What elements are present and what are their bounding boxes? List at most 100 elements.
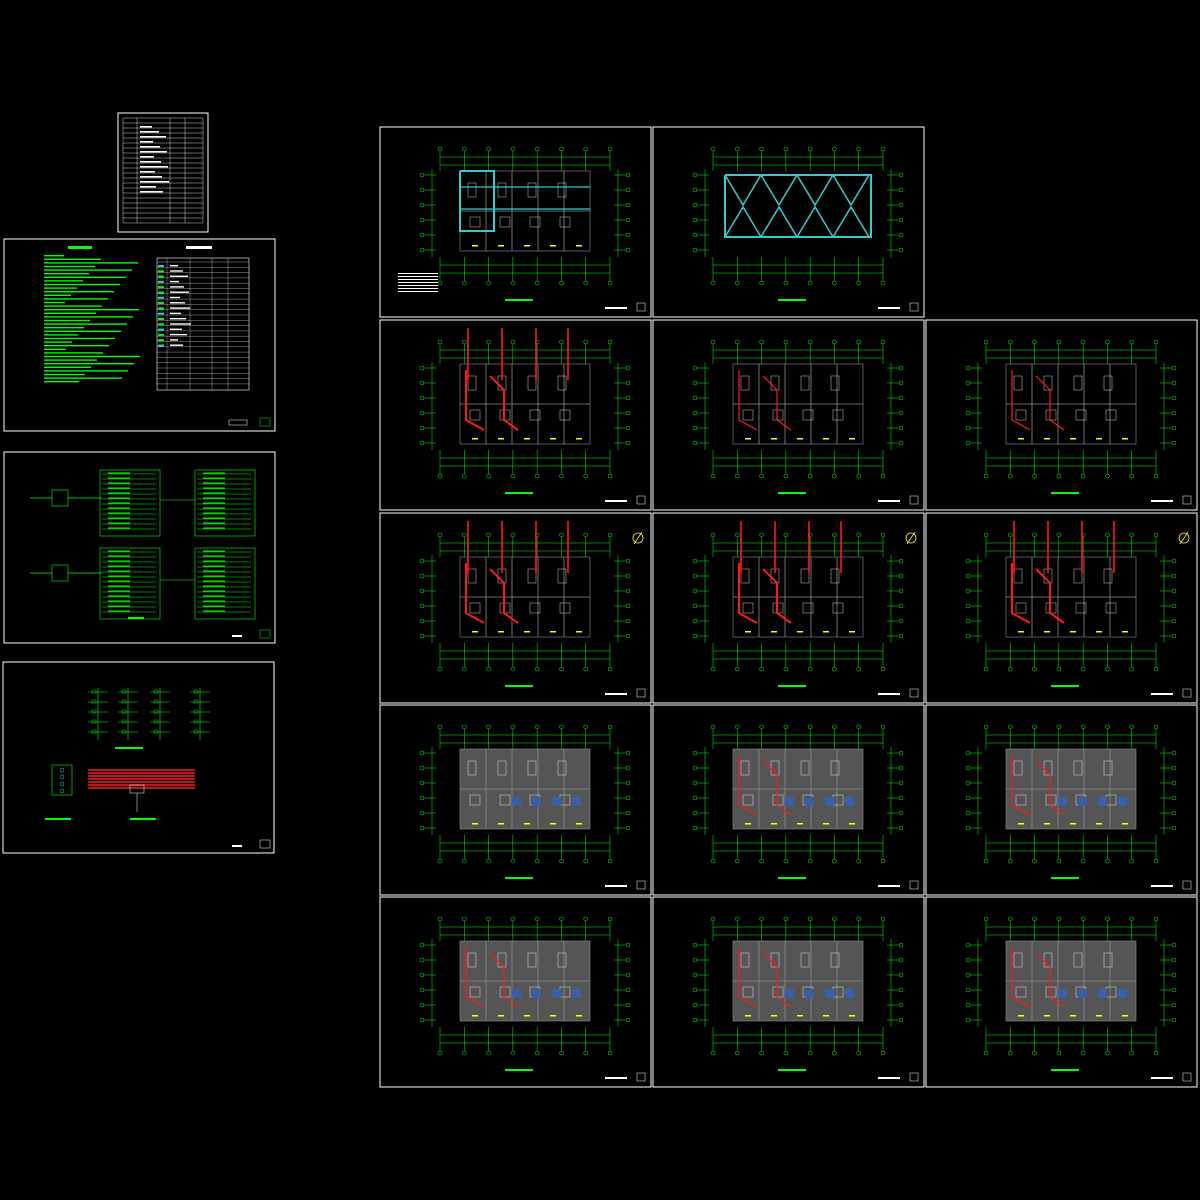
circuit-text (108, 605, 130, 607)
table-cell-text (140, 156, 154, 158)
plan-sheet[interactable] (652, 512, 925, 704)
room-hatch (572, 989, 581, 998)
plan-sheet[interactable] (379, 319, 652, 511)
door-marker (1018, 823, 1024, 825)
outlet-box (121, 689, 127, 694)
fixture-symbol (800, 375, 810, 391)
system-diagram-lines (30, 469, 271, 639)
plan-sheet[interactable] (379, 126, 652, 318)
fixture-symbol (1013, 760, 1023, 776)
plan-sheet[interactable] (652, 704, 925, 896)
plan-sheet[interactable] (925, 896, 1198, 1088)
legend-symbol (158, 275, 164, 278)
door-marker (524, 1015, 530, 1017)
fixture-symbol (1105, 409, 1117, 421)
sheet-design-notes[interactable] (3, 238, 276, 432)
title-block (259, 839, 271, 849)
fixture-symbol (499, 794, 511, 806)
table-cell-text (140, 171, 155, 173)
circuit-text (203, 522, 225, 524)
fixture-symbol (469, 986, 481, 998)
wiring-run (738, 370, 758, 431)
door-marker (472, 823, 478, 825)
plan-sheet[interactable] (925, 512, 1198, 704)
riser-diagram-lines (45, 688, 271, 849)
notes-text-line (44, 323, 127, 325)
circuit-text (203, 497, 225, 499)
door-marker (1044, 823, 1050, 825)
plan-sheet[interactable] (379, 512, 652, 704)
notes-text-line (44, 359, 97, 361)
sheet-distribution-system[interactable] (3, 451, 276, 644)
notes-text-line (44, 280, 83, 282)
fixture-symbol (527, 375, 537, 391)
fixture-symbol (1015, 794, 1027, 806)
room-hatch (532, 989, 541, 998)
title-block-text (605, 693, 627, 695)
room-hatch (845, 797, 854, 806)
fixture-symbol (830, 568, 840, 584)
plan-sheet[interactable] (652, 896, 925, 1088)
circuit-text (203, 600, 225, 602)
circuit-text (203, 580, 225, 582)
circuit-text (108, 472, 130, 474)
wiring-run (762, 760, 792, 816)
fixture-symbol (557, 760, 567, 776)
sheet-riser-diagram[interactable] (2, 661, 275, 854)
door-marker (849, 438, 855, 440)
room-hatch (825, 797, 834, 806)
legend-text (170, 275, 188, 277)
legend-text (170, 286, 184, 288)
fixture-symbol (802, 409, 814, 421)
fixture-symbol (1075, 409, 1087, 421)
legend-text (170, 270, 183, 272)
plan-sheet[interactable] (925, 319, 1198, 511)
circuit-text (108, 590, 130, 592)
fixture-symbol (740, 952, 750, 968)
notes-text-line (44, 327, 84, 329)
plan-caption (778, 877, 806, 879)
fixture-symbol (800, 568, 810, 584)
circuit-text (108, 595, 130, 597)
note-text (398, 288, 438, 289)
fixture-symbol (467, 568, 477, 584)
plan-sheet[interactable] (925, 704, 1198, 896)
sheet-frame (379, 319, 652, 511)
plan-sheet[interactable] (379, 704, 652, 896)
fixture-symbol (1015, 986, 1027, 998)
plan-sheet[interactable] (652, 319, 925, 511)
circuit-text (203, 550, 225, 552)
title-block-text (878, 500, 900, 502)
outlet-box (193, 709, 199, 714)
notes-text-line (44, 294, 71, 296)
plan-caption (505, 299, 533, 301)
wiring-run (489, 375, 519, 431)
notes-text-line (44, 276, 126, 278)
design-notes-text-lines (44, 246, 140, 383)
fixture-symbol (1103, 760, 1113, 776)
title-block-text (605, 500, 627, 502)
legend-text (170, 265, 178, 267)
roof-ridge (724, 174, 762, 207)
door-marker (1018, 631, 1024, 633)
plan-sheet[interactable] (652, 126, 925, 318)
door-marker (849, 631, 855, 633)
roof-ridge (724, 205, 762, 238)
table-cell-text (140, 191, 163, 193)
sheet-frame (379, 704, 652, 896)
plan-caption (1051, 685, 1079, 687)
door-marker (576, 631, 582, 633)
wiring-run (1035, 375, 1065, 431)
sheet-index-table[interactable] (117, 112, 209, 233)
notes-text-line (44, 373, 85, 376)
fixture-symbol (770, 952, 780, 968)
notes-text-line (44, 258, 101, 260)
plan-sheet[interactable] (379, 896, 652, 1088)
wiring-run (1011, 370, 1031, 431)
table-cell-text (140, 161, 161, 163)
fixture-symbol (499, 216, 511, 228)
door-marker (1096, 631, 1102, 633)
circuit-text (108, 600, 130, 602)
wiring-run (489, 952, 519, 1008)
title-block-text (878, 885, 900, 887)
